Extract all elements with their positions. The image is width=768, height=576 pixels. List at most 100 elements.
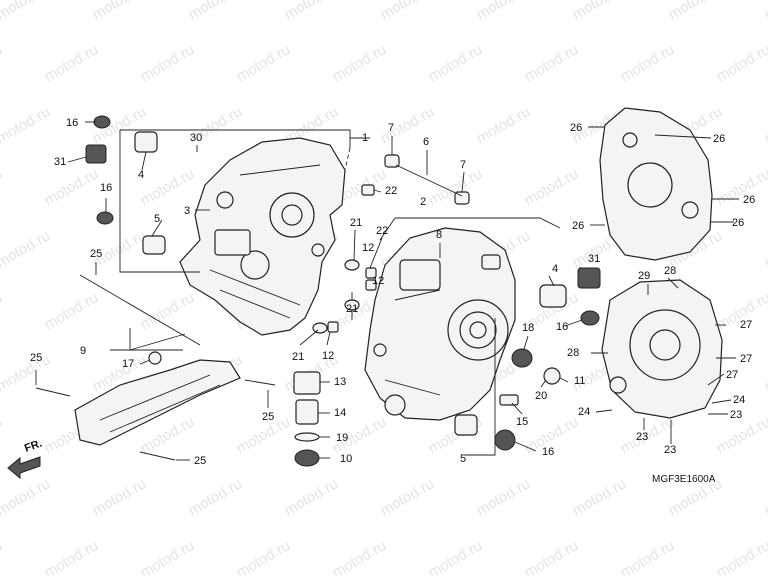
watermark-text: motod.ru bbox=[90, 475, 150, 519]
callout-2: 2 bbox=[420, 196, 426, 208]
callout-10: 10 bbox=[340, 453, 352, 465]
callout-21c: 21 bbox=[346, 303, 358, 315]
watermark-text: motod.ru bbox=[378, 475, 438, 519]
group-bracket-5 bbox=[465, 318, 496, 456]
callout-12c: 12 bbox=[322, 350, 334, 362]
watermark-text: motod.ru bbox=[570, 475, 630, 519]
callout-11: 11 bbox=[574, 375, 585, 387]
watermark-text: motod.ru bbox=[426, 41, 486, 85]
watermark-text: motod.ru bbox=[234, 537, 294, 576]
watermark-text: motod.ru bbox=[522, 537, 582, 576]
watermark-text: motod.ru bbox=[138, 41, 198, 85]
callout-3: 3 bbox=[184, 205, 190, 217]
callout-30: 30 bbox=[190, 132, 202, 144]
callout-21b: 21 bbox=[292, 351, 304, 363]
watermark-text: motod.ru bbox=[0, 165, 5, 209]
watermark-text: motod.ru bbox=[378, 0, 438, 23]
direction-label: FR. bbox=[23, 437, 44, 454]
callout-16c: 16 bbox=[556, 321, 568, 333]
watermark-text: motod.ru bbox=[0, 103, 53, 147]
watermark-text: motod.ru bbox=[618, 41, 678, 85]
watermark-text: motod.ru bbox=[186, 475, 246, 519]
callout-21a: 21 bbox=[350, 217, 362, 229]
callout-24b: 24 bbox=[733, 394, 745, 406]
callout-12a: 12 bbox=[362, 242, 374, 254]
left-crankcase-half bbox=[179, 137, 346, 336]
watermark-text: motod.ru bbox=[330, 41, 390, 85]
callout-27c: 27 bbox=[726, 369, 738, 381]
callout-29: 29 bbox=[638, 270, 650, 282]
watermark-text: motod.ru bbox=[42, 289, 102, 333]
watermark-text: motod.ru bbox=[138, 165, 198, 209]
callout-17: 17 bbox=[122, 358, 134, 370]
callout-23a: 23 bbox=[730, 409, 742, 421]
callout-23c: 23 bbox=[664, 444, 676, 456]
watermark-text: motod.ru bbox=[282, 475, 342, 519]
watermark-text: motod.ru bbox=[138, 289, 198, 333]
watermark-text: motod.ru bbox=[714, 41, 768, 85]
callout-16a: 16 bbox=[66, 117, 78, 129]
watermark-text: motod.ru bbox=[0, 41, 5, 85]
right-crankcase-half bbox=[364, 227, 516, 421]
callout-14: 14 bbox=[334, 407, 346, 419]
callout-13: 13 bbox=[334, 376, 346, 388]
watermark-text: motod.ru bbox=[0, 413, 5, 457]
watermark-text: motod.ru bbox=[522, 165, 582, 209]
callout-23b: 23 bbox=[636, 431, 648, 443]
watermark-text: motod.ru bbox=[0, 351, 53, 395]
watermark-text: motod.ru bbox=[522, 41, 582, 85]
callout-26b: 26 bbox=[713, 133, 725, 145]
watermark-text: motod.ru bbox=[762, 227, 768, 271]
watermark-text: motod.ru bbox=[42, 41, 102, 85]
callout-18: 18 bbox=[522, 322, 534, 334]
callout-12b: 12 bbox=[372, 275, 384, 287]
callout-24a: 24 bbox=[578, 406, 590, 418]
diagram-code: MGF3E1600A bbox=[652, 474, 716, 485]
callout-20: 20 bbox=[535, 390, 547, 402]
watermark-text: motod.ru bbox=[42, 537, 102, 576]
callout-22a: 22 bbox=[385, 185, 397, 197]
upper-right-cover bbox=[599, 107, 713, 261]
watermark-text: motod.ru bbox=[570, 0, 630, 23]
watermark-text: motod.ru bbox=[474, 475, 534, 519]
callout-25a: 25 bbox=[90, 248, 102, 260]
callout-1: 1 bbox=[362, 132, 368, 144]
watermark-text: motod.ru bbox=[186, 0, 246, 23]
watermark-text: motod.ru bbox=[282, 0, 342, 23]
callout-5b: 5 bbox=[460, 453, 466, 465]
watermark-text: motod.ru bbox=[666, 0, 726, 23]
callout-25d: 25 bbox=[194, 455, 206, 467]
callout-7a: 7 bbox=[388, 122, 394, 134]
watermark-text: motod.ru bbox=[714, 165, 768, 209]
watermark-text: motod.ru bbox=[714, 537, 768, 576]
callout-16d: 16 bbox=[542, 446, 554, 458]
callout-31a: 31 bbox=[54, 156, 66, 168]
group-bracket-2 bbox=[379, 217, 561, 241]
callout-26a: 26 bbox=[570, 122, 582, 134]
watermark-text: motod.ru bbox=[618, 537, 678, 576]
callout-31b: 31 bbox=[588, 253, 600, 265]
watermark-text: motod.ru bbox=[474, 0, 534, 23]
callout-22b: 22 bbox=[376, 225, 388, 237]
callout-26d: 26 bbox=[572, 220, 584, 232]
watermark-text: motod.ru bbox=[234, 41, 294, 85]
callout-5a: 5 bbox=[154, 213, 160, 225]
watermark-text: motod.ru bbox=[762, 475, 768, 519]
callout-19: 19 bbox=[336, 432, 348, 444]
callout-28a: 28 bbox=[664, 265, 676, 277]
callout-6: 6 bbox=[423, 136, 429, 148]
callout-4a: 4 bbox=[138, 169, 144, 181]
watermark-text: motod.ru bbox=[0, 289, 5, 333]
watermark-text: motod.ru bbox=[0, 475, 53, 519]
watermark-text: motod.ru bbox=[474, 103, 534, 147]
callout-7b: 7 bbox=[460, 159, 466, 171]
callout-25b: 25 bbox=[30, 352, 42, 364]
callout-26c: 26 bbox=[743, 194, 755, 206]
callout-27b: 27 bbox=[740, 353, 752, 365]
callout-27a: 27 bbox=[740, 319, 752, 331]
callout-9: 9 bbox=[80, 345, 86, 357]
watermark-text: motod.ru bbox=[762, 0, 768, 23]
small-parts bbox=[35, 115, 601, 467]
